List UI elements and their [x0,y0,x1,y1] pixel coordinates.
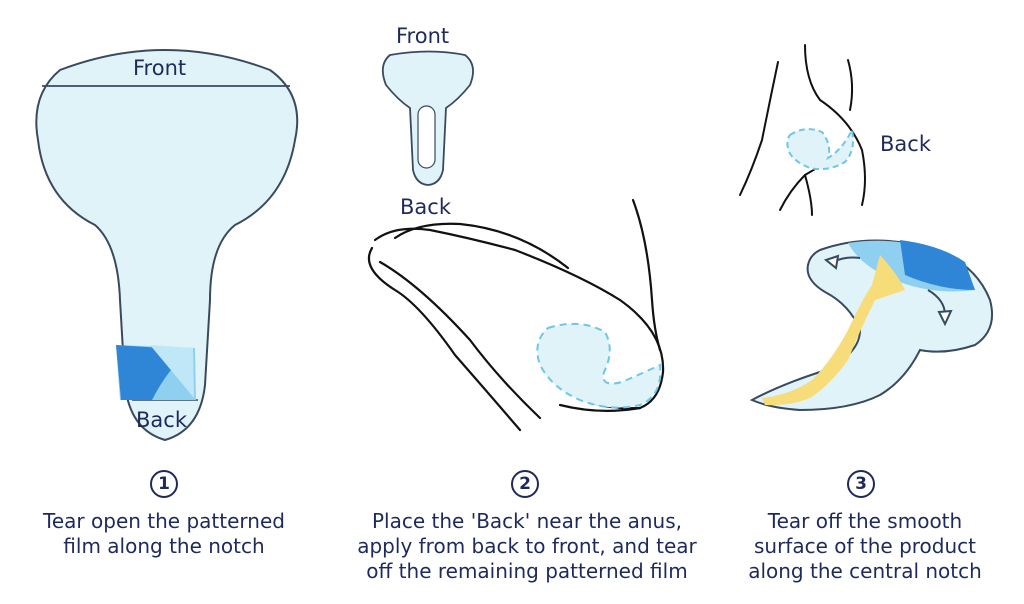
step2-caption-line: Place the 'Back' near the anus, [372,509,682,533]
step1-patterned-film [116,345,196,400]
step2-number-badge: 2 [511,470,539,498]
step2-caption-line: off the remaining patterned film [366,559,688,583]
step1-number-badge: 1 [150,470,178,498]
step2-dashed-application-area [536,322,662,409]
step2-caption: Place the 'Back' near the anus, apply fr… [347,509,707,584]
step1-back-label: Back [136,408,187,432]
step3-arrow-left-head [823,254,840,270]
step2-body-outline [367,198,665,432]
step3-arrow-right-head [937,309,953,327]
step3-arrows [823,254,953,327]
step1-caption-line: Tear open the patterned [43,509,285,533]
step1-front-label: Front [133,56,187,80]
step3-caption-line: along the central notch [748,559,982,583]
step3-caption-line: surface of the product [753,534,976,558]
step2-front-label: Front [396,24,450,48]
step2-product-pad [381,50,474,186]
step1-caption: Tear open the patterned film along the n… [24,509,304,559]
step3-dashed-area [786,126,855,171]
step3-product-pad [749,239,994,412]
step3-back-label: Back [880,132,931,156]
step3-number-badge: 3 [847,470,875,498]
step3-caption-line: Tear off the smooth [767,509,963,533]
step1-caption-line: film along the notch [63,534,265,558]
step2-back-label: Back [400,195,451,219]
step3-caption: Tear off the smooth surface of the produ… [730,509,1000,584]
step2-caption-line: apply from back to front, and tear [357,534,697,558]
